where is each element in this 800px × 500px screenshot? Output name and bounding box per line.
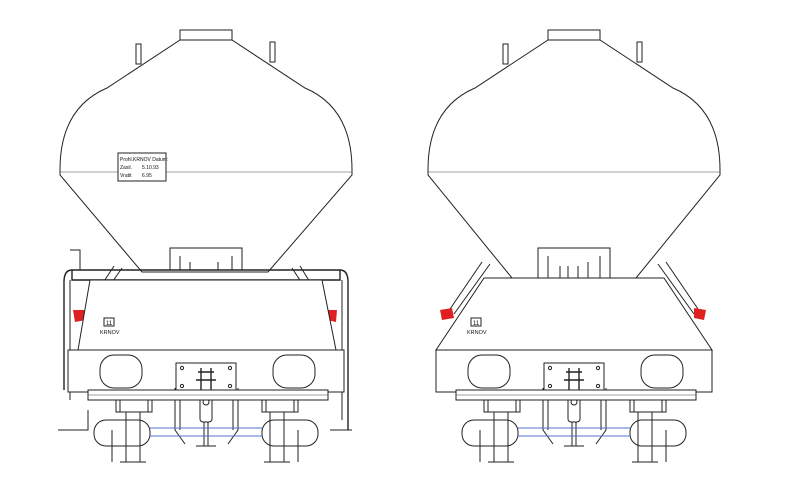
- right-silo-body: [427, 39, 721, 279]
- right-lower-body: [435, 277, 713, 351]
- plate-line2-value: 5.10.93: [142, 165, 159, 171]
- left-wagon-view: Prohl.KRNOV Datum: Zasil. 5.10.93 Vratit…: [58, 29, 353, 463]
- right-top-hatch: [547, 29, 601, 41]
- left-lower-body: [77, 279, 337, 351]
- left-mark-glyph: 11: [106, 321, 113, 327]
- left-top-hatch: [179, 29, 233, 41]
- left-red-nozzle-l: [73, 310, 86, 322]
- right-red-nozzle-l: [440, 308, 454, 320]
- left-side-frame: [63, 269, 349, 430]
- left-hopper-box: [169, 247, 243, 271]
- right-hopper-box: [537, 247, 611, 279]
- right-handle-r: [636, 41, 643, 63]
- right-mark-glyph: 11: [473, 321, 480, 327]
- left-handle-l: [135, 43, 142, 65]
- left-handle-r: [269, 41, 276, 63]
- right-wagon-view: 11 KRNOV: [427, 29, 721, 463]
- right-mark-box: [470, 317, 482, 327]
- left-mark-label: KRNOV: [100, 330, 120, 336]
- left-silo-body: [59, 39, 353, 273]
- right-red-nozzle-r: [694, 308, 706, 320]
- data-plate: [117, 152, 167, 182]
- plate-line3-value: 6.95: [142, 173, 152, 179]
- right-mark-label: KRNOV: [467, 330, 487, 336]
- left-walkway: [71, 269, 341, 281]
- plate-line2-label: Zasil.: [120, 165, 132, 171]
- right-handle-l: [502, 43, 509, 65]
- plate-line1: Prohl.KRNOV Datum:: [120, 157, 168, 163]
- left-mark-box: [103, 317, 115, 327]
- plate-line3-label: Vratit: [120, 173, 132, 179]
